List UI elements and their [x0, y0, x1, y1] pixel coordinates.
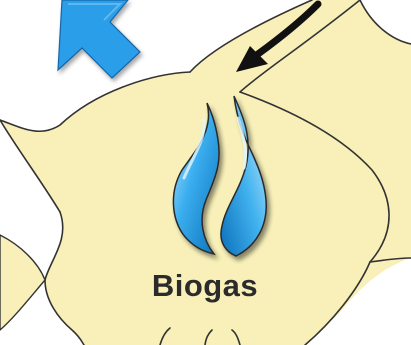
blue-input-arrow-icon — [58, 0, 140, 78]
left-lower-lobe — [0, 235, 45, 330]
biogas-label: Biogas — [130, 268, 280, 304]
